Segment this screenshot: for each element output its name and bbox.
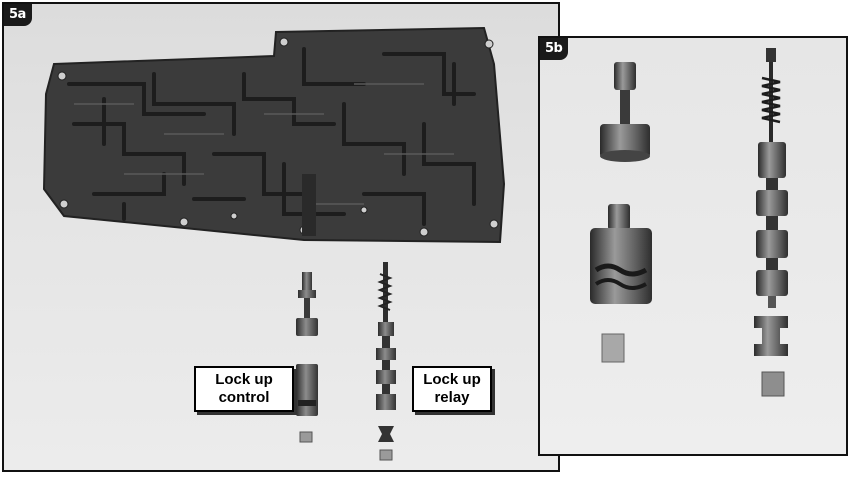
photo-panel-5a: 5a Lock up control Lock up relay bbox=[2, 2, 560, 472]
lockup-relay-valve-parts bbox=[376, 262, 396, 461]
callout-lockup-control: Lock up control bbox=[194, 366, 294, 412]
photo-panel-5b: 5b bbox=[538, 36, 848, 456]
callout-lockup-relay-line2: relay bbox=[434, 389, 470, 406]
callout-lockup-control-line2: control bbox=[218, 389, 270, 406]
lockup-control-valve-parts bbox=[296, 272, 318, 443]
lockup-relay-valve-closeup bbox=[754, 48, 788, 397]
panel-tag-5b: 5b bbox=[540, 38, 569, 60]
callout-lockup-relay: Lock up relay bbox=[412, 366, 492, 412]
valve-closeup-photo bbox=[590, 48, 788, 397]
valve-body-photo bbox=[42, 26, 506, 461]
callout-lockup-relay-line1: Lock up bbox=[423, 371, 481, 388]
valve-body-casting bbox=[42, 26, 506, 244]
lockup-control-valve-closeup bbox=[590, 62, 652, 363]
panel-tag-5a: 5a bbox=[4, 4, 32, 26]
callout-lockup-control-line1: Lock up bbox=[215, 371, 273, 388]
